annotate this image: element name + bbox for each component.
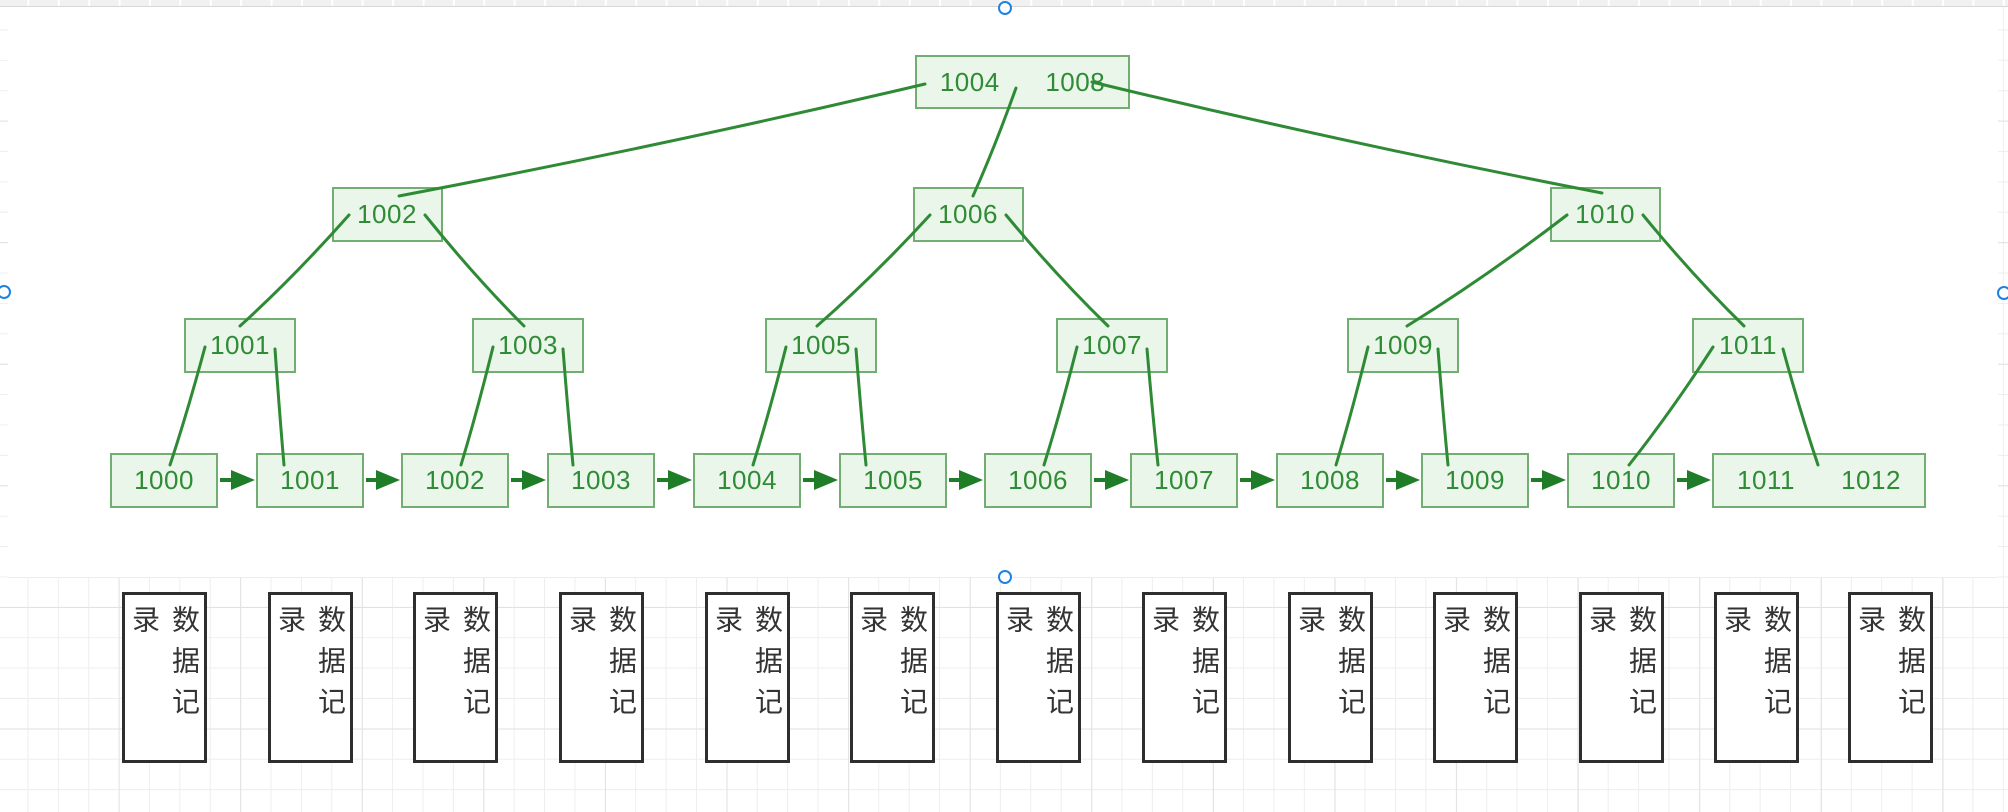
tree-leaf-1003[interactable]: 1003 <box>547 453 655 508</box>
tree-node-internal-1010[interactable]: 1010 <box>1549 187 1661 242</box>
tree-leaf-1002[interactable]: 1002 <box>401 453 509 508</box>
node-key-label: 1006 <box>1008 465 1068 495</box>
selection-handle-right[interactable] <box>1997 286 2008 300</box>
node-key-label: 1007 <box>1082 330 1142 360</box>
tree-edge[interactable] <box>168 345 207 467</box>
data-record-box[interactable]: 数据记录 <box>121 592 207 763</box>
tree-edge[interactable] <box>1627 345 1715 467</box>
node-key-label: 1003 <box>498 330 558 360</box>
tree-edge[interactable] <box>1641 213 1746 328</box>
node-key-label: 1009 <box>1373 330 1433 360</box>
data-record-box[interactable]: 数据记录 <box>1287 592 1373 763</box>
node-key-label: 1011 <box>1719 330 1777 360</box>
node-key-label: 1005 <box>791 330 851 360</box>
selection-handle-left[interactable] <box>0 285 11 299</box>
tree-edge[interactable] <box>1004 213 1110 328</box>
tree-node-internal-1007[interactable]: 1007 <box>1056 318 1168 373</box>
tree-edge[interactable] <box>397 82 927 198</box>
tree-edge[interactable] <box>561 347 575 467</box>
node-key-label: 1004 <box>717 465 777 495</box>
selection-handle-top[interactable] <box>998 1 1012 15</box>
data-record-box[interactable]: 数据记录 <box>995 592 1081 763</box>
node-key-label: 1001 <box>280 465 340 495</box>
node-key-label: 1004 <box>939 66 1000 97</box>
node-key-label: 1003 <box>571 465 631 495</box>
tree-edge[interactable] <box>815 213 932 328</box>
tree-node-internal-1011[interactable]: 1011 <box>1692 318 1804 373</box>
data-record-box[interactable]: 数据记录 <box>558 592 644 763</box>
data-record-box[interactable]: 数据记录 <box>1713 592 1799 763</box>
node-key-label: 1006 <box>938 199 998 229</box>
node-key-label: 1009 <box>1445 465 1505 495</box>
tree-edge[interactable] <box>1405 213 1569 328</box>
data-record-box[interactable]: 数据记录 <box>1432 592 1518 763</box>
node-key-label: 1001 <box>210 330 270 360</box>
tree-leaf-1009[interactable]: 1009 <box>1421 453 1529 508</box>
tree-edge[interactable] <box>238 213 351 328</box>
tree-edge[interactable] <box>273 347 286 467</box>
tree-leaf-1010[interactable]: 1010 <box>1567 453 1675 508</box>
node-key-label: 1011 <box>1737 465 1795 495</box>
data-record-box[interactable]: 数据记录 <box>412 592 498 763</box>
node-key-label: 1010 <box>1591 465 1651 495</box>
tree-leaf-1011-1012[interactable]: 1011 1012 <box>1712 453 1926 508</box>
tree-edge[interactable] <box>1090 80 1604 195</box>
data-record-box[interactable]: 数据记录 <box>704 592 790 763</box>
data-record-box[interactable]: 数据记录 <box>849 592 935 763</box>
tree-edge[interactable] <box>751 345 788 467</box>
tree-edge[interactable] <box>423 213 526 328</box>
tree-edge[interactable] <box>1042 345 1079 467</box>
selection-handle-bottom[interactable] <box>998 570 1012 584</box>
tree-edge[interactable] <box>854 347 868 467</box>
data-record-box[interactable]: 数据记录 <box>1578 592 1664 763</box>
tree-leaf-1001[interactable]: 1001 <box>256 453 364 508</box>
tree-edge[interactable] <box>1436 347 1450 467</box>
tree-edge[interactable] <box>1334 345 1370 467</box>
tree-edge[interactable] <box>1145 347 1160 467</box>
data-record-box[interactable]: 数据记录 <box>267 592 353 763</box>
tree-leaf-1007[interactable]: 1007 <box>1130 453 1238 508</box>
tree-edge[interactable] <box>1781 347 1820 467</box>
tree-node-internal-1002[interactable]: 1002 <box>331 187 443 242</box>
node-key-label: 1012 <box>1841 465 1901 495</box>
tree-leaf-1004[interactable]: 1004 <box>693 453 801 508</box>
node-key-label: 1010 <box>1575 199 1635 229</box>
data-record-box[interactable]: 数据记录 <box>1141 592 1227 763</box>
tree-leaf-1006[interactable]: 1006 <box>984 453 1092 508</box>
node-key-label: 1002 <box>425 465 485 495</box>
node-key-label: 1002 <box>357 199 417 229</box>
node-key-label: 1008 <box>1300 465 1360 495</box>
tree-leaf-1008[interactable]: 1008 <box>1276 453 1384 508</box>
tree-edge[interactable] <box>971 86 1018 198</box>
tree-leaf-1005[interactable]: 1005 <box>839 453 947 508</box>
tree-leaf-1000[interactable]: 1000 <box>110 453 218 508</box>
node-key-label: 1005 <box>863 465 923 495</box>
data-record-box[interactable]: 数据记录 <box>1847 592 1933 763</box>
node-key-label: 1007 <box>1154 465 1214 495</box>
node-key-label: 1000 <box>134 465 194 495</box>
tree-edge[interactable] <box>459 345 495 467</box>
